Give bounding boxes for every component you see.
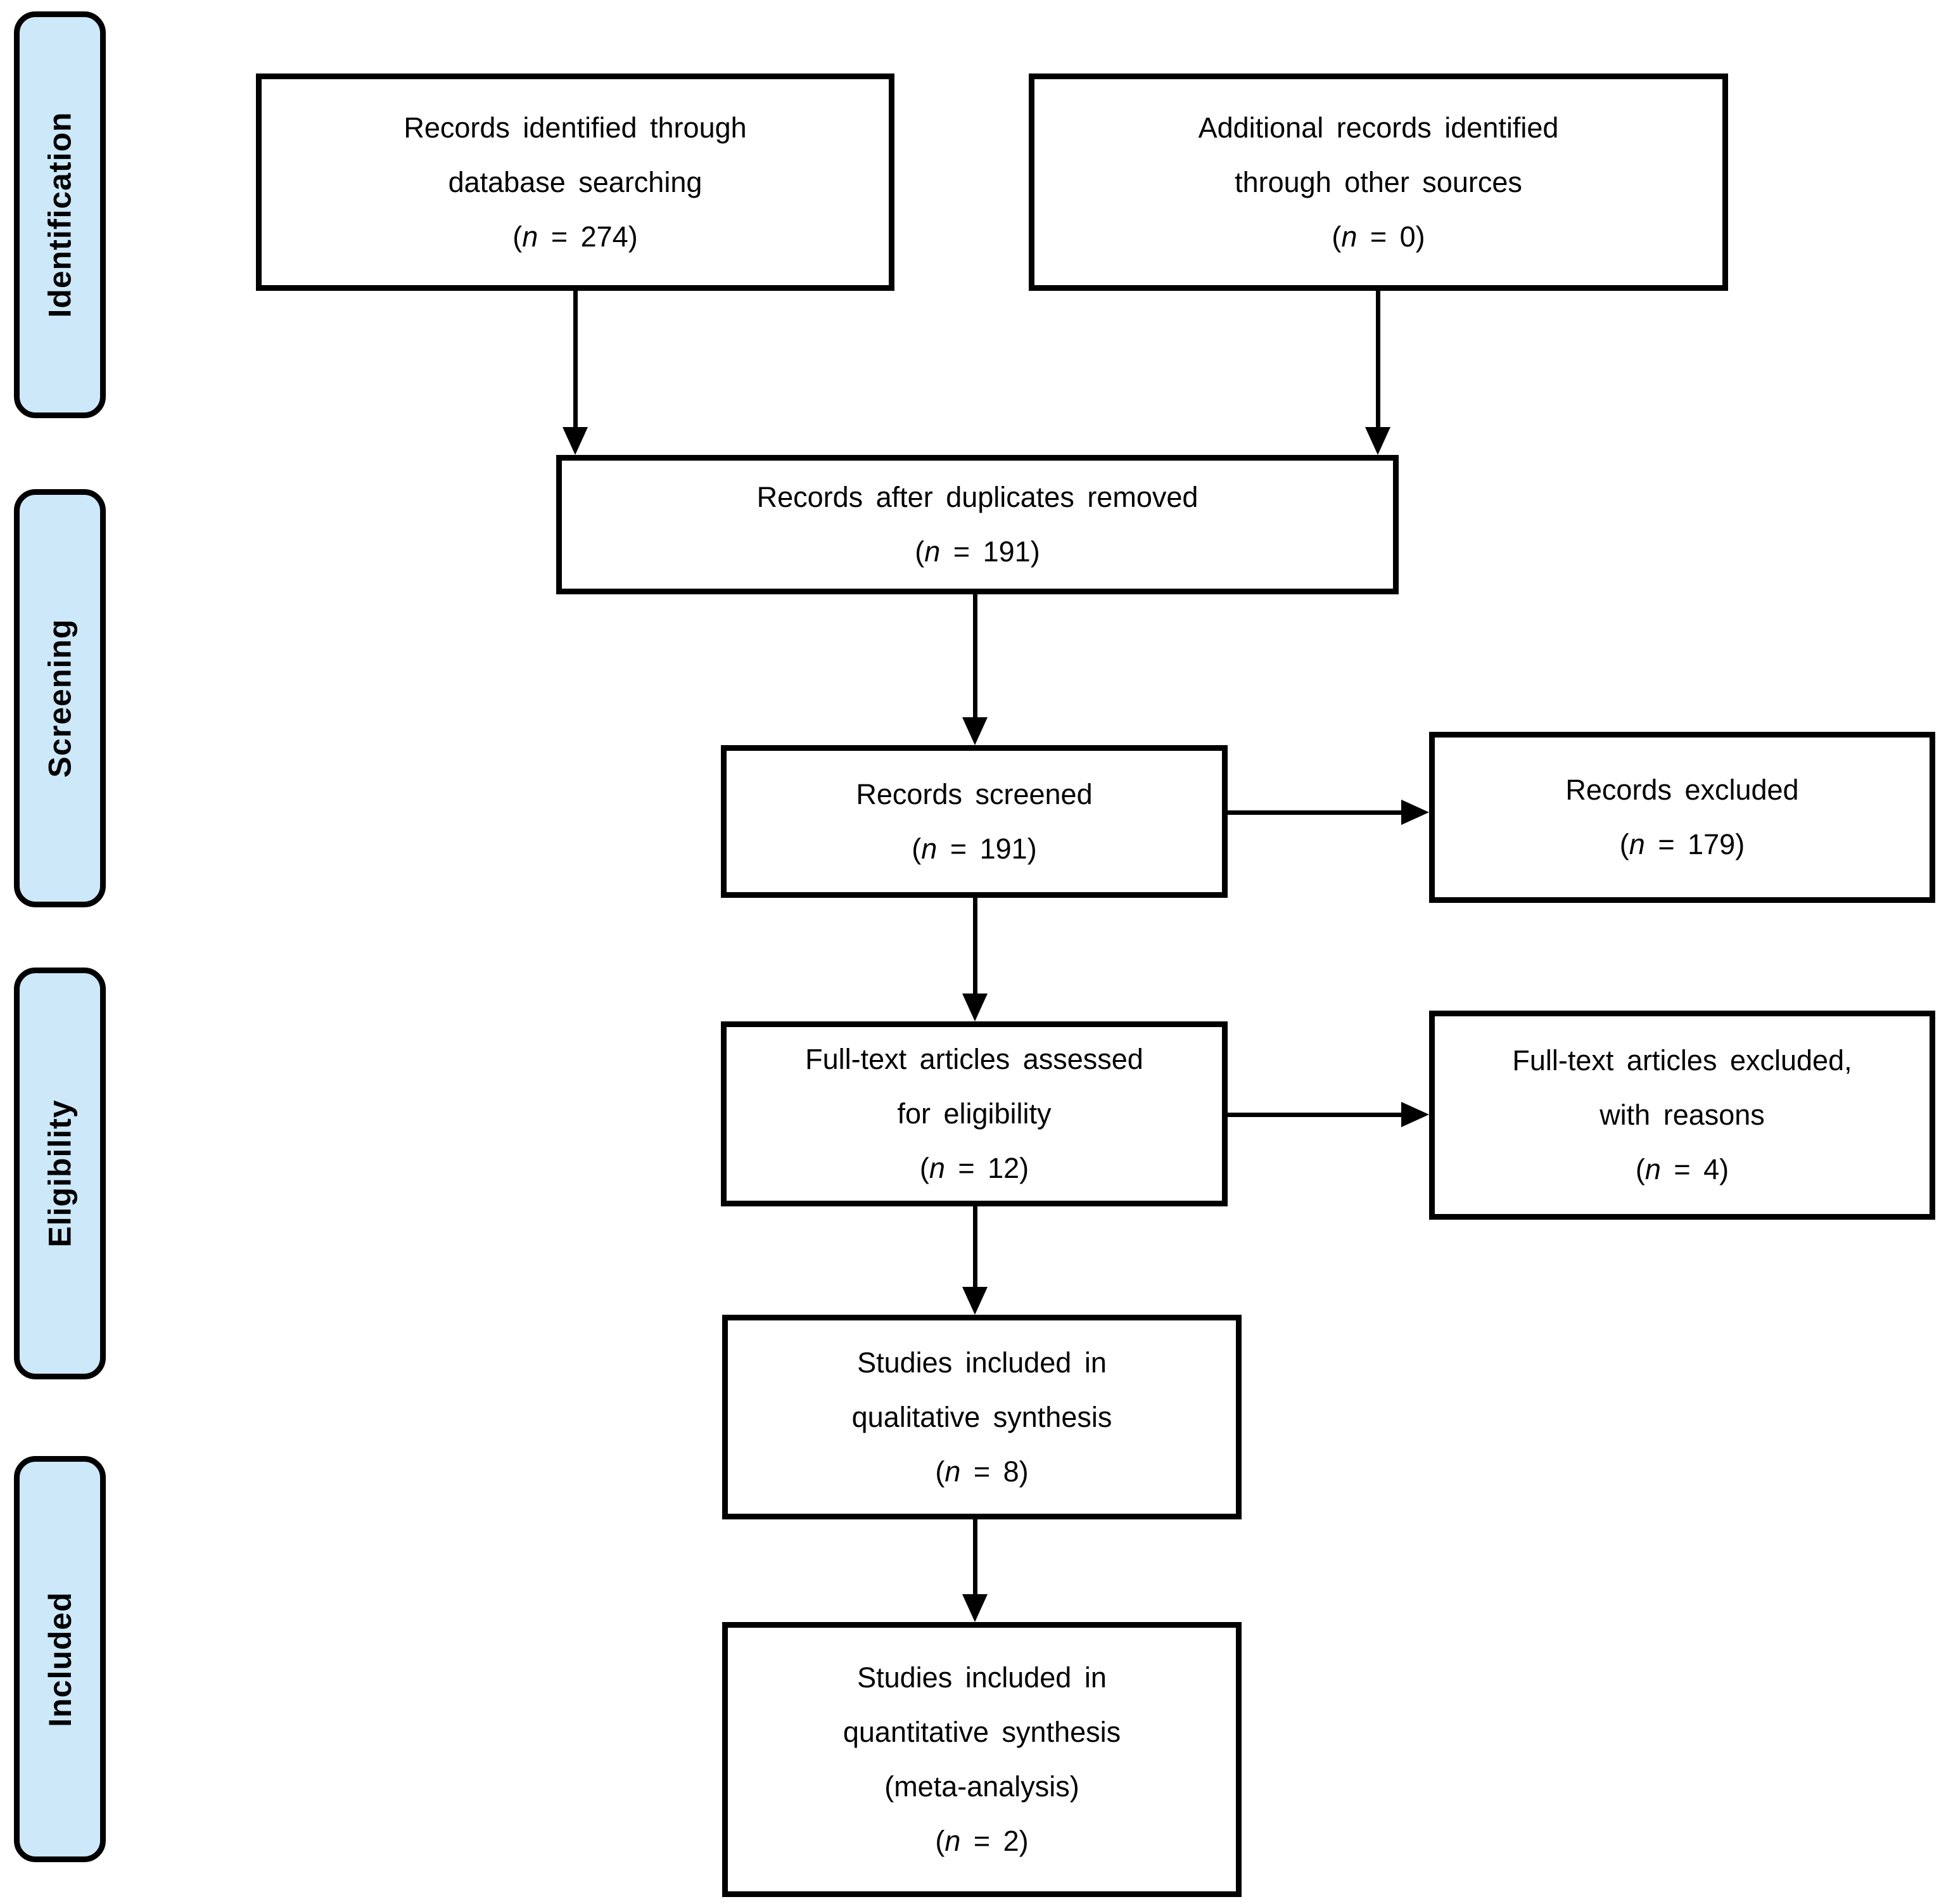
box-text-line: with reasons [1599,1099,1765,1131]
box-records-screened: Records screened (n = 191) [721,745,1228,898]
arrow-additional-to-duplicates-line [1376,291,1380,428]
arrowhead-down-icon [962,994,988,1021]
box-text-line: Studies included in [857,1346,1107,1379]
arrow-duplicates-to-screened-line [973,594,977,719]
box-count-line: (n = 12) [919,1152,1029,1184]
box-text-line: through other sources [1235,165,1522,198]
arrow-fulltext-to-qualitative-line [973,1206,977,1288]
stage-identification-label: Identification [42,112,78,318]
box-qualitative-synthesis: Studies included in qualitative synthesi… [722,1315,1242,1519]
stage-eligibility-label: Eligibility [42,1099,78,1248]
box-text-line: (meta-analysis) [884,1770,1079,1803]
box-count-line: (n = 191) [912,832,1037,865]
stage-included: Included [14,1456,106,1862]
box-text-line: Records after duplicates removed [756,481,1199,513]
arrowhead-down-icon [962,1287,988,1315]
box-text-line: Full-text articles assessed [805,1043,1143,1075]
stage-screening: Screening [14,489,106,907]
box-count-line: (n = 4) [1635,1153,1729,1185]
box-fulltext-assessed: Full-text articles assessed for eligibil… [721,1021,1228,1206]
box-records-identified: Records identified through database sear… [256,73,894,291]
box-count-line: (n = 0) [1332,220,1425,253]
box-text-line: Studies included in [857,1661,1107,1694]
box-count-line: (n = 2) [935,1825,1029,1857]
box-additional-records: Additional records identified through ot… [1029,73,1728,291]
box-text-line: qualitative synthesis [851,1400,1112,1433]
box-text-line: Records screened [856,777,1093,810]
box-text-line: quantitative synthesis [843,1716,1121,1748]
box-count-line: (n = 191) [915,535,1040,568]
stage-eligibility: Eligibility [14,968,106,1379]
box-count-line: (n = 8) [935,1455,1029,1488]
stage-identification: Identification [14,11,106,418]
box-records-excluded: Records excluded (n = 179) [1429,732,1935,903]
arrow-screened-to-excluded-line [1228,810,1402,815]
box-text-line: Records identified through [404,111,747,144]
box-text-line: Records excluded [1565,774,1799,806]
arrowhead-down-icon [1365,427,1390,455]
box-text-line: Full-text articles excluded, [1512,1044,1852,1077]
arrow-qualitative-to-quantitative-line [973,1519,977,1595]
arrowhead-down-icon [962,717,988,745]
arrow-identified-to-duplicates-line [573,291,578,428]
box-count-line: (n = 179) [1619,828,1745,860]
box-text-line: database searching [448,165,703,198]
box-text-line: Additional records identified [1198,111,1559,144]
arrowhead-down-icon [563,427,588,455]
arrow-screened-to-fulltext-line [973,898,977,995]
box-text-line: for eligibility [897,1097,1052,1130]
box-duplicates-removed: Records after duplicates removed (n = 19… [556,455,1399,594]
box-count-line: (n = 274) [512,220,638,253]
arrowhead-right-icon [1401,800,1429,825]
arrowhead-right-icon [1401,1102,1429,1127]
box-quantitative-synthesis: Studies included in quantitative synthes… [722,1622,1242,1897]
arrowhead-down-icon [962,1594,988,1622]
stage-included-label: Included [42,1591,78,1727]
arrow-fulltext-to-fulltext-excluded-line [1228,1113,1402,1117]
stage-screening-label: Screening [42,618,78,778]
box-fulltext-excluded: Full-text articles excluded, with reason… [1429,1011,1935,1220]
